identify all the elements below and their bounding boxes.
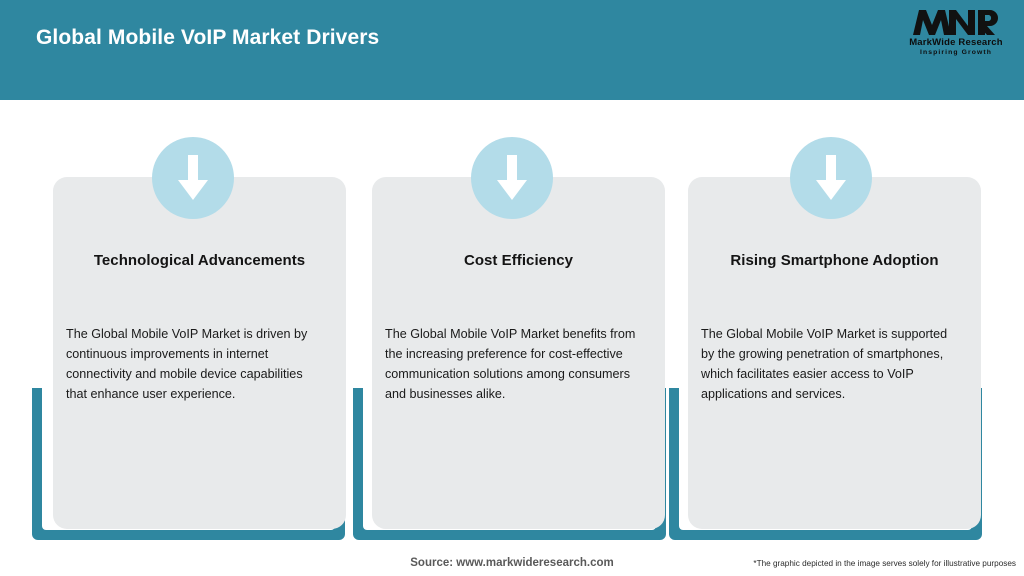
card-surface-3[interactable]: Rising Smartphone Adoption The Global Mo… bbox=[688, 177, 981, 529]
card-body-3: The Global Mobile VoIP Market is support… bbox=[701, 327, 948, 401]
card-surface-2[interactable]: Cost Efficiency The Global Mobile VoIP M… bbox=[372, 177, 665, 529]
card-body-1: The Global Mobile VoIP Market is driven … bbox=[66, 327, 308, 401]
arrow-down-icon bbox=[790, 137, 872, 219]
footer-disclaimer: *The graphic depicted in the image serve… bbox=[753, 559, 1016, 568]
company-logo: MarkWide Research Inspiring Growth bbox=[902, 10, 1010, 62]
logo-tagline: Inspiring Growth bbox=[920, 49, 992, 56]
arrow-down-icon bbox=[471, 137, 553, 219]
header-bar bbox=[0, 0, 1024, 100]
page-title: Global Mobile VoIP Market Drivers bbox=[36, 26, 380, 49]
card-body-2: The Global Mobile VoIP Market benefits f… bbox=[385, 327, 636, 401]
card-title-1: Technological Advancements bbox=[93, 252, 306, 269]
card-title-3: Rising Smartphone Adoption bbox=[730, 252, 939, 269]
footer-source: Source: www.markwideresearch.com bbox=[410, 557, 614, 569]
card-surface-1[interactable]: Technological Advancements The Global Mo… bbox=[53, 177, 346, 529]
mwr-monogram-icon bbox=[902, 10, 1010, 36]
arrow-down-icon bbox=[152, 137, 234, 219]
card-title-2: Cost Efficiency bbox=[463, 252, 574, 269]
logo-company-name: MarkWide Research bbox=[909, 37, 1003, 48]
